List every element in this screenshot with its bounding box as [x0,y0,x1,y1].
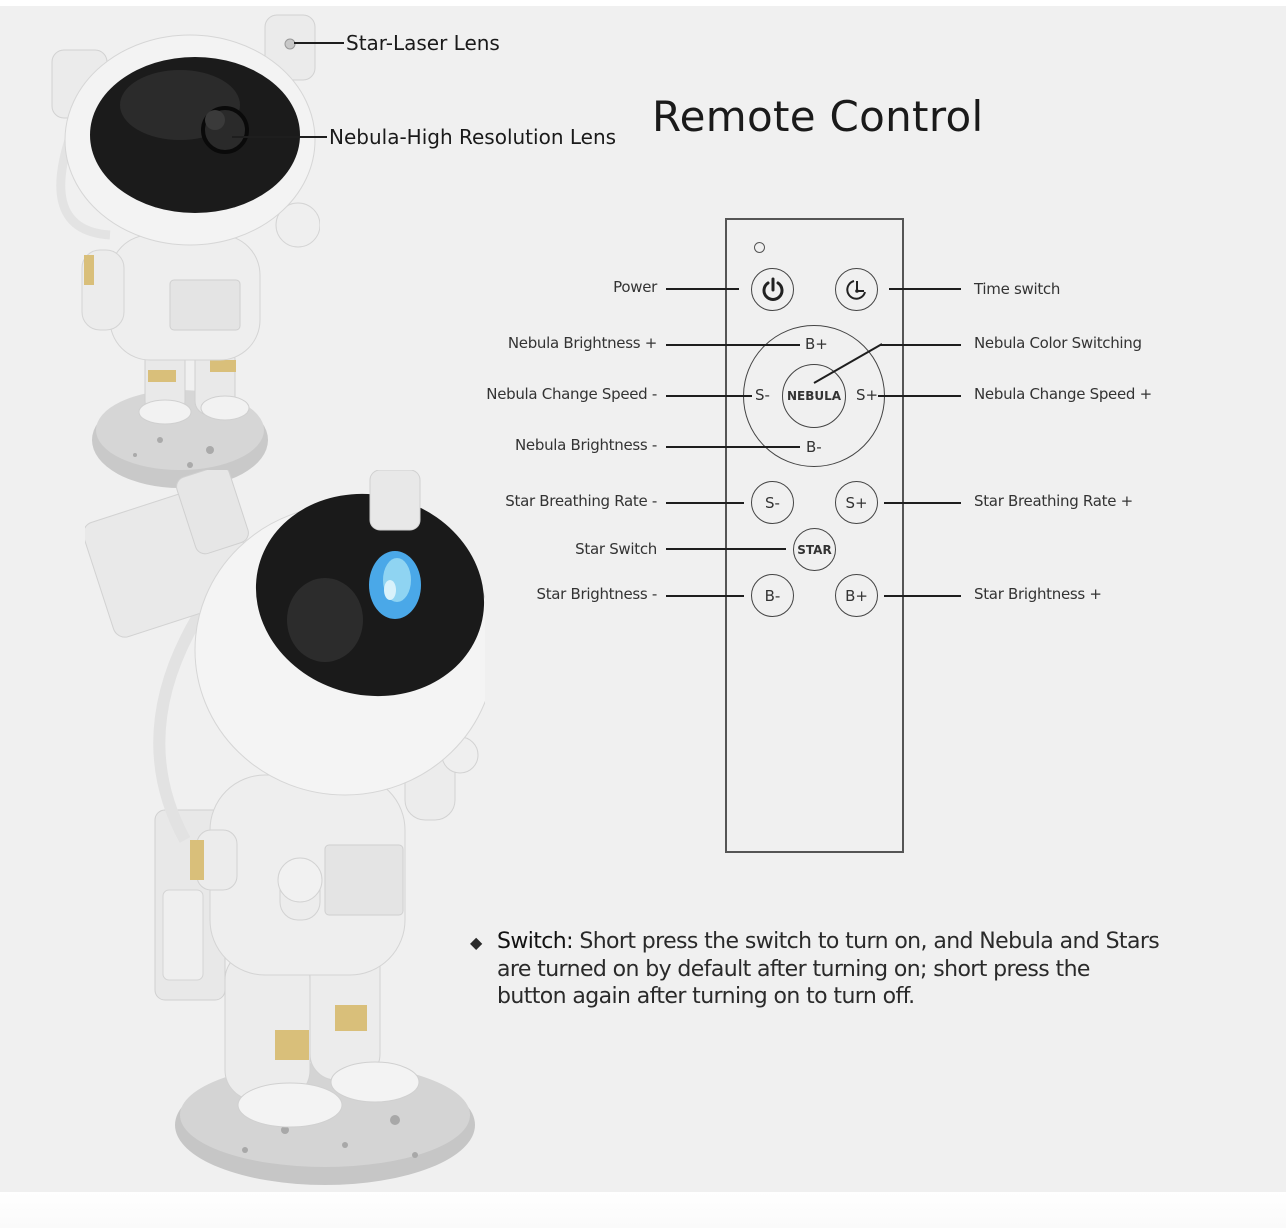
nebula-lens-leader-line [232,136,327,138]
timer-icon [845,279,866,300]
label-time-switch: Time switch [974,280,1061,298]
label-nebula-color-switching: Nebula Color Switching [974,334,1142,352]
leader-line-nebula-speed-minus [666,395,752,397]
label-power: Power [613,278,657,296]
note-heading: Switch: [497,929,574,954]
star-lens-leader-line [294,42,344,44]
leader-line-star-breathing-plus [884,502,961,504]
indicator-led [754,242,765,253]
label-star-breathing-plus: Star Breathing Rate + [974,492,1133,510]
label-nebula-speed-minus: Nebula Change Speed - [486,385,657,403]
remote-control-body [725,218,904,853]
nebula-button[interactable]: NEBULA [782,364,846,428]
star-switch-button[interactable]: STAR [793,528,836,571]
label-nebula-brightness-plus: Nebula Brightness + [507,334,657,352]
star-brightness-minus-button[interactable]: B- [751,574,794,617]
nebula-brightness-plus-button[interactable]: B+ [805,335,828,353]
leader-line-nebula-brightness-minus [666,446,800,448]
leader-line-star-breathing-minus [666,502,744,504]
astronaut-large-image [85,470,485,1185]
bottom-margin [0,1192,1286,1228]
star-breathing-plus-button[interactable]: S+ [835,481,878,524]
label-star-breathing-minus: Star Breathing Rate - [505,492,657,510]
label-nebula-speed-plus: Nebula Change Speed + [974,385,1152,403]
leader-line-star-brightness-plus [884,595,961,597]
leader-line-nebula-color-diagonal [813,343,883,384]
astronaut-small-image [51,14,320,488]
nebula-lens-label: Nebula-High Resolution Lens [329,125,617,149]
nebula-speed-plus-button[interactable]: S+ [856,386,879,404]
power-button[interactable] [751,268,794,311]
power-icon [762,277,783,301]
diamond-bullet-icon: ◆ [470,933,482,952]
leader-line-power [666,288,739,290]
note-text: Short press the switch to turn on, and N… [497,929,1160,1009]
label-nebula-brightness-minus: Nebula Brightness - [515,436,657,454]
star-laser-lens-label: Star-Laser Lens [346,31,500,55]
switch-instruction-note: ◆ Switch: Short press the switch to turn… [470,928,1160,1011]
time-switch-button[interactable] [835,268,878,311]
leader-line-nebula-speed-plus [878,395,961,397]
leader-line-nebula-brightness-plus [666,344,800,346]
nebula-brightness-minus-button[interactable]: B- [806,438,822,456]
leader-line-time-switch [889,288,961,290]
star-breathing-minus-button[interactable]: S- [751,481,794,524]
page-title: Remote Control [652,92,984,141]
leader-line-star-brightness-minus [666,595,744,597]
nebula-speed-minus-button[interactable]: S- [755,386,770,404]
leader-line-nebula-color [880,344,961,346]
star-brightness-plus-button[interactable]: B+ [835,574,878,617]
label-star-brightness-minus: Star Brightness - [536,585,657,603]
label-star-brightness-plus: Star Brightness + [974,585,1102,603]
leader-line-star-switch [666,548,786,550]
label-star-switch: Star Switch [575,540,657,558]
